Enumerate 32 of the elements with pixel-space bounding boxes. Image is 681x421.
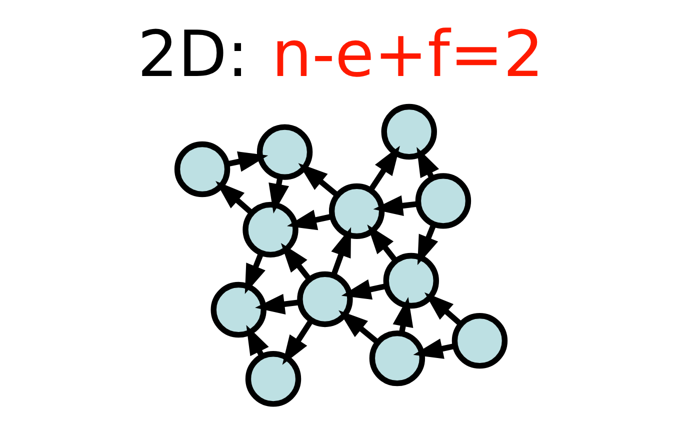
arrow: [244, 252, 265, 294]
arrow: [372, 194, 418, 216]
node-circle: [256, 124, 312, 180]
arrow: [412, 338, 455, 358]
node-circle: [380, 103, 436, 160]
node-circle: [328, 182, 384, 239]
arrow: [268, 176, 289, 213]
arrow: [416, 222, 438, 265]
node-circle: [174, 140, 230, 197]
arrow: [215, 180, 253, 214]
node-circle: [451, 312, 508, 368]
arrow: [338, 310, 379, 344]
arrow: [286, 209, 332, 230]
node-circle: [414, 172, 471, 228]
arrow: [254, 293, 300, 314]
arrow: [424, 292, 462, 326]
arrow: [340, 278, 387, 300]
node-circle: [382, 252, 438, 308]
diagram-title: 2D: n-e+f=2: [137, 17, 544, 92]
arrow: [366, 224, 398, 262]
arrow: [282, 318, 313, 364]
node-circle: [210, 281, 266, 338]
arrow: [392, 296, 413, 333]
arrow: [368, 145, 400, 191]
node-circle: [368, 330, 425, 386]
node-circle: [244, 350, 301, 406]
arrow: [298, 162, 338, 197]
arrow: [280, 242, 312, 281]
arrow: [226, 150, 268, 172]
node-circle: [242, 201, 298, 258]
node-circle: [296, 270, 352, 327]
arrow: [330, 226, 351, 276]
